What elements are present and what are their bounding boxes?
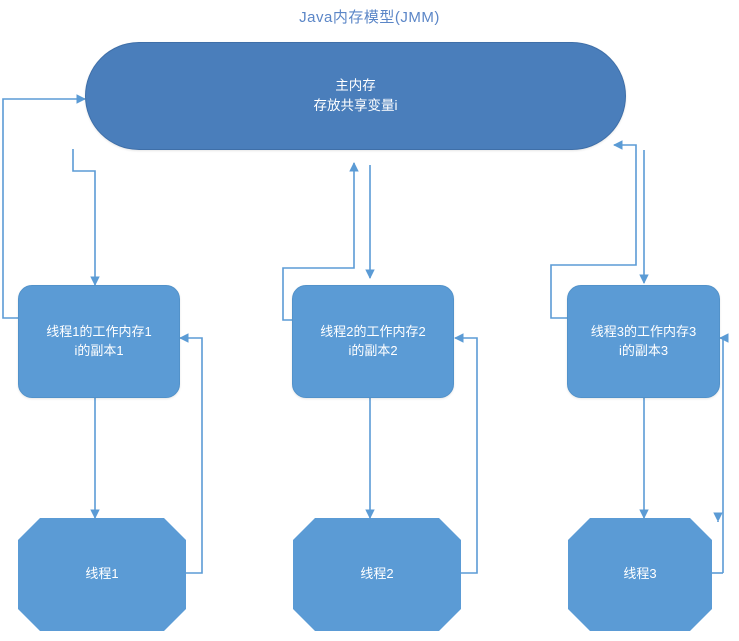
node-main-memory[interactable]: 主内存 存放共享变量i — [85, 42, 626, 150]
working-memory-1-line-2: i的副本1 — [74, 342, 124, 358]
main-memory-line-1: 主内存 — [335, 78, 376, 94]
page-title: Java内存模型(JMM) — [299, 9, 440, 26]
thread-3-label: 线程3 — [623, 566, 657, 582]
thread-1-label: 线程1 — [85, 566, 119, 582]
working-memory-2-line-2: i的副本2 — [348, 342, 398, 358]
node-thread-3[interactable]: 线程3 — [568, 518, 712, 631]
working-memory-2-line-1: 线程2的工作内存2 — [320, 323, 426, 339]
main-memory-line-2: 存放共享变量i — [313, 98, 398, 113]
node-thread-2[interactable]: 线程2 — [293, 518, 461, 631]
node-working-memory-3[interactable]: 线程3的工作内存3 i的副本3 — [567, 285, 720, 398]
node-thread-1[interactable]: 线程1 — [18, 518, 186, 631]
node-working-memory-1[interactable]: 线程1的工作内存1 i的副本1 — [18, 285, 180, 398]
edge-main-memory-to-wm1 — [72, 149, 100, 286]
working-memory-3-line-2: i的副本3 — [618, 342, 669, 358]
thread-2-label: 线程2 — [360, 566, 394, 582]
working-memory-1-line-1: 线程1的工作内存1 — [46, 323, 152, 339]
edge-thread3-to-wm3-path — [719, 333, 729, 573]
node-working-memory-2[interactable]: 线程2的工作内存2 i的副本2 — [292, 285, 454, 398]
working-memory-3-line-1: 线程3的工作内存3 — [590, 323, 697, 339]
